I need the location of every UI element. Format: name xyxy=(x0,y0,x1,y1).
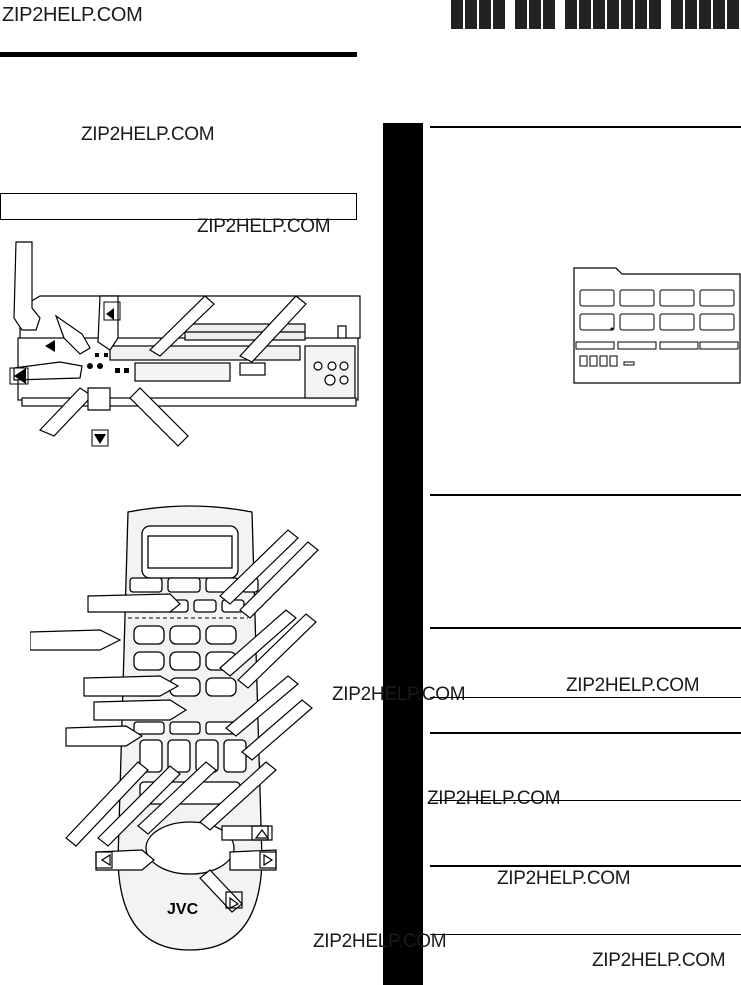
section-rule-4 xyxy=(430,732,741,734)
section-thin-rule-2 xyxy=(430,800,741,801)
watermark-bottom-right: ZIP2HELP.COM xyxy=(592,950,726,971)
section-side-bar xyxy=(383,123,423,985)
watermark-mid-center: ZIP2HELP.COM xyxy=(332,684,466,705)
section-rule-3 xyxy=(430,627,741,629)
top-rule xyxy=(0,52,357,57)
watermark-top-left: ZIP2HELP.COM xyxy=(2,4,143,26)
section-thin-rule-3 xyxy=(430,934,741,935)
watermark-lower-right: ZIP2HELP.COM xyxy=(497,868,631,889)
watermark-lower-center: ZIP2HELP.COM xyxy=(427,788,561,809)
watermark-upper-mid: ZIP2HELP.COM xyxy=(81,124,215,145)
section-thin-rule-1 xyxy=(430,697,741,698)
remote-brand-logo: JVC xyxy=(167,901,199,918)
watermark-box-right: ZIP2HELP.COM xyxy=(197,216,331,237)
section-rule-2 xyxy=(430,494,741,496)
remote-illustration: JVC xyxy=(30,505,319,951)
vcr-illustration xyxy=(9,241,361,447)
section-rule-1 xyxy=(430,126,741,128)
header-title-blocks xyxy=(451,0,739,29)
section-rule-5 xyxy=(430,865,741,867)
watermark-mid-right: ZIP2HELP.COM xyxy=(566,675,700,696)
osd-screen-figure xyxy=(573,267,741,384)
caption-box xyxy=(0,193,357,220)
watermark-bottom-center: ZIP2HELP.COM xyxy=(313,931,447,952)
